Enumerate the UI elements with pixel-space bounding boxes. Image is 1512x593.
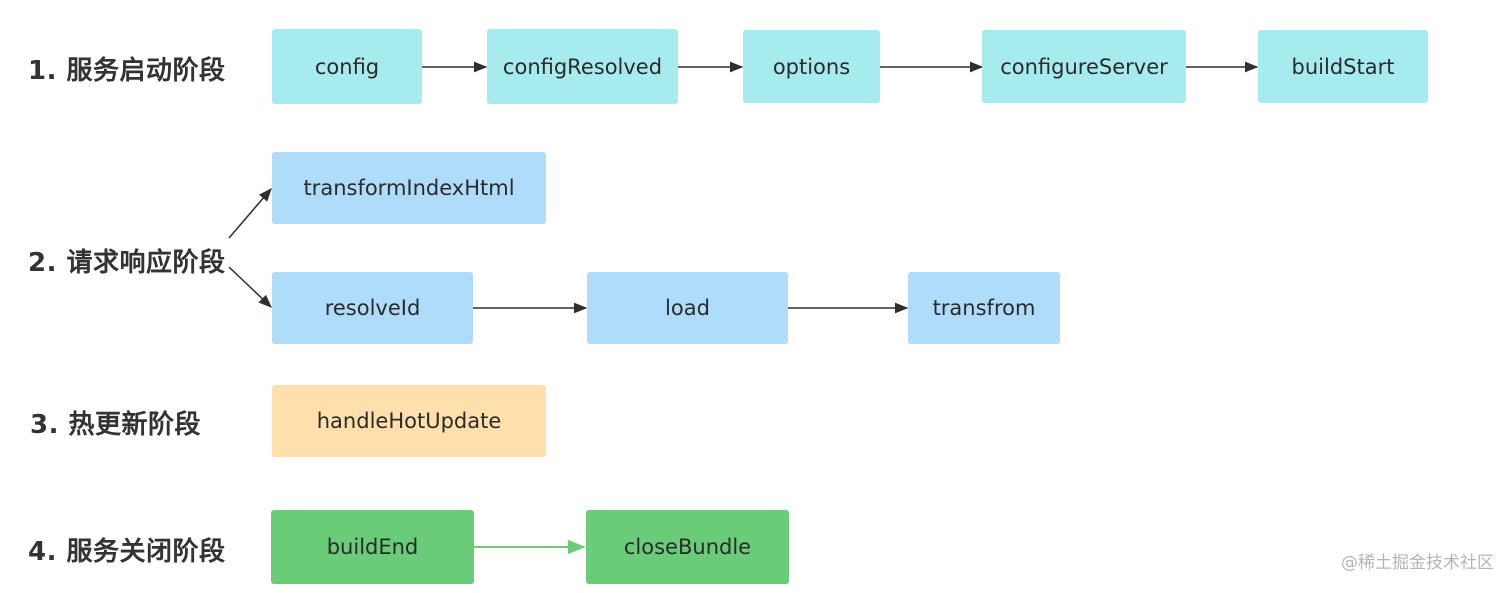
arrow-request-to-resolveid — [228, 266, 272, 308]
arrow-request-to-transformindexhtml — [228, 187, 272, 239]
node-config: config — [272, 29, 422, 104]
watermark: @稀土掘金技术社区 — [1341, 553, 1494, 573]
node-configureserver: configureServer — [982, 30, 1186, 103]
node-closebundle: closeBundle — [586, 510, 789, 584]
node-load: load — [587, 272, 788, 344]
node-handlehotupdate: handleHotUpdate — [272, 385, 546, 457]
stage-label-shutdown: 4. 服务关闭阶段 — [28, 537, 226, 567]
node-options: options — [743, 30, 880, 103]
node-transfrom: transfrom — [908, 272, 1060, 344]
stage-label-hot-update: 3. 热更新阶段 — [30, 410, 202, 440]
node-transformindexhtml: transformIndexHtml — [272, 152, 546, 224]
node-buildstart: buildStart — [1258, 30, 1428, 103]
node-resolveid: resolveId — [272, 272, 473, 344]
stage-label-startup: 1. 服务启动阶段 — [28, 56, 226, 86]
stage-label-request: 2. 请求响应阶段 — [28, 248, 226, 278]
node-configresolved: configResolved — [487, 29, 678, 104]
node-buildend: buildEnd — [271, 510, 474, 584]
